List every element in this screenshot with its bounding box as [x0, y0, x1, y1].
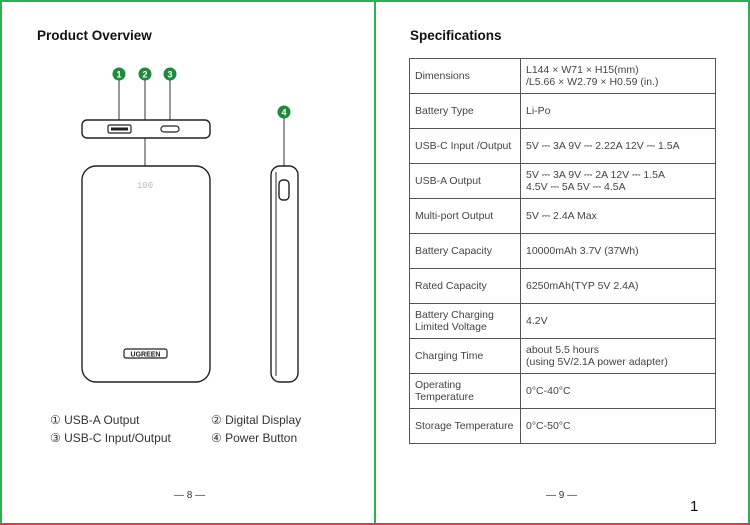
frame-left: [0, 0, 2, 525]
spec-key: USB-A Output: [409, 163, 521, 199]
frame-bottom: [0, 523, 750, 525]
spec-key: Battery Capacity: [409, 233, 521, 269]
spec-value: 0°C-50°C: [520, 408, 716, 444]
spec-row: USB-C Input /Output 5V ⎓ 3A 9V ⎓ 2.22A 12…: [409, 128, 716, 164]
spec-value-line: 5V ⎓ 3A 9V ⎓ 2.22A 12V ⎓ 1.5A: [526, 140, 680, 152]
spec-value-line: about 5.5 hours: [526, 344, 599, 356]
spec-value-line: 4.2V: [526, 315, 548, 327]
svg-text:3: 3: [167, 70, 172, 80]
spec-row: Rated Capacity 6250mAh(TYP 5V 2.4A): [409, 268, 716, 304]
spec-value: Li-Po: [520, 93, 716, 129]
ugreen-logo: UGREEN: [131, 352, 161, 359]
spec-row: Battery Charging Limited Voltage 4.2V: [409, 303, 716, 339]
spec-value-line: 5V ⎓ 2.4A Max: [526, 210, 597, 222]
spec-value-line: 0°C-50°C: [526, 420, 571, 432]
digital-display: 100: [137, 181, 153, 191]
legend-item-4: ④ Power Button: [211, 431, 298, 445]
spec-key: Dimensions: [409, 58, 521, 94]
spec-value-line: /L5.66 × W2.79 × H0.59 (in.): [526, 76, 659, 88]
spec-value-line: (using 5V/2.1A power adapter): [526, 356, 668, 368]
spec-value-line: L144 × W71 × H15(mm): [526, 64, 639, 76]
side-view: [270, 165, 299, 383]
spec-row: Storage Temperature 0°C-50°C: [409, 408, 716, 444]
spec-row: Multi-port Output 5V ⎓ 2.4A Max: [409, 198, 716, 234]
legend-item-2: ② Digital Display: [211, 413, 302, 427]
front-view: 100 UGREEN: [81, 165, 211, 383]
spec-key: Operating Temperature: [409, 373, 521, 409]
callout-1: 1: [112, 67, 126, 81]
spec-row: Battery Type Li-Po: [409, 93, 716, 129]
spec-value-line: 6250mAh(TYP 5V 2.4A): [526, 280, 639, 292]
spec-key: Storage Temperature: [409, 408, 521, 444]
page-divider: [374, 0, 376, 525]
power-bank-illustration: 1 2 3 4 100 UGREEN: [81, 67, 299, 383]
spec-value: 4.2V: [520, 303, 716, 339]
spec-value-line: 5V ⎓ 3A 9V ⎓ 2A 12V ⎓ 1.5A: [526, 169, 665, 181]
spec-value: 6250mAh(TYP 5V 2.4A): [520, 268, 716, 304]
page-number-right: — 9 —: [546, 490, 578, 501]
spec-value-line: 4.5V ⎓ 5A 5V ⎓ 4.5A: [526, 181, 626, 193]
spec-row: Battery Capacity 10000mAh 3.7V (37Wh): [409, 233, 716, 269]
spec-value: about 5.5 hours(using 5V/2.1A power adap…: [520, 338, 716, 374]
svg-text:4: 4: [281, 108, 286, 118]
callout-3: 3: [163, 67, 177, 81]
spec-row: Operating Temperature 0°C-40°C: [409, 373, 716, 409]
frame-right: [748, 0, 750, 525]
svg-text:1: 1: [116, 70, 121, 80]
callout-4: 4: [277, 105, 291, 119]
specifications-title: Specifications: [410, 28, 502, 43]
power-button-icon: [278, 179, 290, 201]
spec-key: Multi-port Output: [409, 198, 521, 234]
product-overview-title: Product Overview: [37, 28, 152, 43]
spec-value: L144 × W71 × H15(mm)/L5.66 × W2.79 × H0.…: [520, 58, 716, 94]
spec-value-line: 10000mAh 3.7V (37Wh): [526, 245, 639, 257]
spec-key: Battery Type: [409, 93, 521, 129]
callout-2: 2: [138, 67, 152, 81]
spec-value-line: Li-Po: [526, 105, 551, 117]
spec-value: 0°C-40°C: [520, 373, 716, 409]
sheet-number: 1: [690, 498, 699, 515]
legend-item-3: ③ USB-C Input/Output: [50, 431, 171, 445]
legend-item-1: ① USB-A Output: [50, 413, 140, 427]
spec-value: 5V ⎓ 3A 9V ⎓ 2.22A 12V ⎓ 1.5A: [520, 128, 716, 164]
spec-value: 10000mAh 3.7V (37Wh): [520, 233, 716, 269]
usb-c-port-icon: [160, 125, 180, 133]
spec-key: USB-C Input /Output: [409, 128, 521, 164]
spec-key: Rated Capacity: [409, 268, 521, 304]
top-view: [81, 119, 211, 139]
page-number-left: — 8 —: [174, 490, 206, 501]
spec-value: 5V ⎓ 2.4A Max: [520, 198, 716, 234]
spec-key: Charging Time: [409, 338, 521, 374]
spec-key: Battery Charging Limited Voltage: [409, 303, 521, 339]
spec-value-line: 0°C-40°C: [526, 385, 571, 397]
svg-text:2: 2: [142, 70, 147, 80]
